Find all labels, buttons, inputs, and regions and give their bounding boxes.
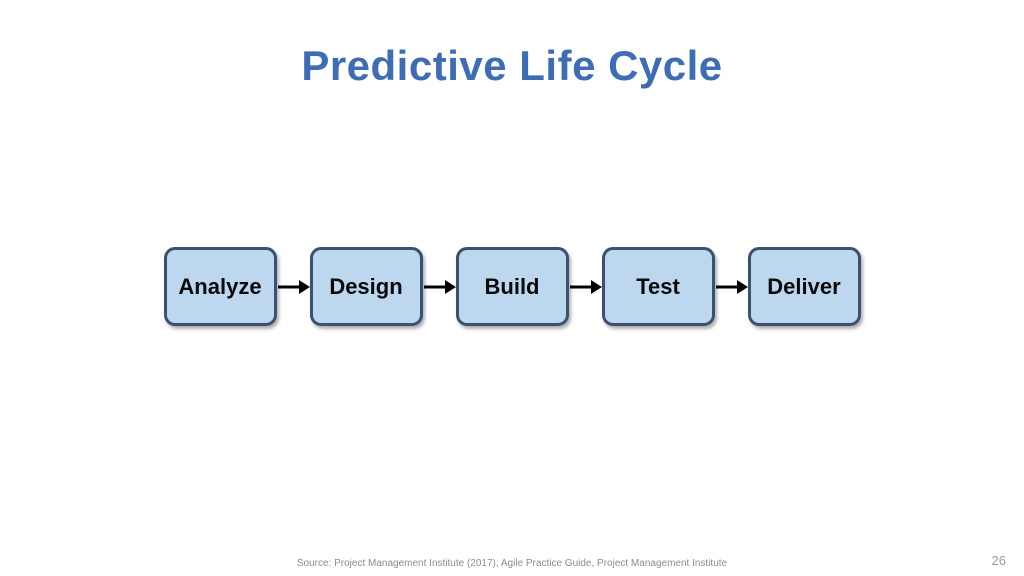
stage-label: Design (329, 273, 403, 299)
arrow-right-icon (423, 279, 456, 294)
arrow-right-icon (277, 279, 310, 294)
page-number: 26 (991, 553, 1006, 568)
stage-label: Build (484, 273, 540, 299)
stage-box-deliver: Deliver (747, 247, 861, 326)
stage-box-design: Design (309, 247, 423, 326)
stage-label: Analyze (178, 273, 262, 299)
stage-box-build: Build (455, 247, 569, 326)
stage-label: Deliver (767, 273, 841, 299)
flow-diagram: Analyze Design Build Test Delive (0, 247, 1024, 326)
arrow-right-icon (715, 279, 748, 294)
stage-box-analyze: Analyze (163, 247, 277, 326)
page-title: Predictive Life Cycle (301, 42, 723, 89)
stage-box-test: Test (601, 247, 715, 326)
arrow-right-icon (569, 279, 602, 294)
source-citation: Source: Project Management Institute (20… (296, 558, 728, 569)
stage-label: Test (636, 273, 680, 299)
